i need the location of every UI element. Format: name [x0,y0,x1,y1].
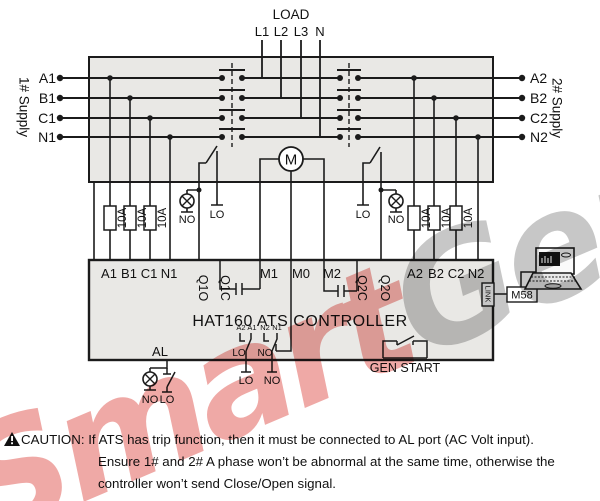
ctrl-aux-n1: N1 [272,323,282,332]
load-terminal-l1: L1 [255,24,269,39]
ctrl-aux-lo: LO [232,348,246,359]
supply1-n1: N1 [38,129,56,145]
aux1-no-label: NO [179,214,196,226]
ctrl-term-b2: B2 [428,266,444,281]
aux2-no-label: NO [388,214,405,226]
supply-bus-wires [60,77,522,138]
caution-line2: Ensure 1# and 2# A phase won’t be abnorm… [98,451,598,473]
supply1-a1: A1 [39,70,56,86]
ctrl-term-a2: A2 [407,266,423,281]
motor-icon [278,146,304,172]
ctrl-aux-no: NO [258,348,273,359]
aux1-lo-label: LO [210,209,225,221]
ctrl-term-al: AL [152,344,168,359]
supply1-c1: C1 [38,110,56,126]
ctrl-aux-a2: A2 [236,323,245,332]
supply2-b2: B2 [530,90,547,106]
caution-line3: controller won’t send Close/Open signal. [98,473,598,495]
fuse-rating-label: 10A [117,207,129,228]
ctrl-term-a1: A1 [101,266,117,281]
laptop-icon [523,247,583,290]
fuse-rating-label: 10A [137,207,149,228]
ctrl-term-b1: B1 [121,266,137,281]
gen-start-label: GEN START [370,361,441,375]
supply2-a2: A2 [530,70,547,86]
fuse-icon [143,205,157,231]
ctrl-term-m1: M1 [260,266,278,281]
fuse-rating-label: 10A [441,207,453,228]
ctrl-term-n2: N2 [468,266,485,281]
ctrl-term-q1c: Q1C [218,275,232,301]
m58-label: M58 [511,290,532,302]
m58-laptop-wire [520,271,536,287]
ctrl-out-no: NO [264,375,281,387]
caution-text-2: Ensure 1# and 2# A phase won’t be abnorm… [98,454,555,469]
supply2-title: 2# Supply [550,78,565,138]
ctrl-term-n1: N1 [161,266,178,281]
caution-line1: CAUTION: If ATS has trip function, then … [4,429,598,451]
caution-block: CAUTION: If ATS has trip function, then … [4,429,598,495]
caution-text-1: CAUTION: If ATS has trip function, then … [21,432,534,447]
supply1-title: 1# Supply [17,77,32,137]
warning-icon [4,432,20,446]
fuse-icon [407,205,421,231]
ctrl-term-q1o: Q1O [196,275,210,302]
ctrl-term-c2: C2 [448,266,465,281]
ctrl-term-m0: M0 [292,266,310,281]
contactor-linkage [231,63,350,147]
load-wires [261,40,321,137]
aux-contact-1 [181,145,223,260]
supply1-b1: B1 [39,90,56,106]
caution-text-3: controller won’t send Close/Open signal. [98,476,336,491]
ctrl-aux-n2: N2 [260,323,270,332]
lamp-icon-2 [388,193,404,209]
al-lo-label: LO [160,394,175,406]
aux-contact-2 [357,146,402,260]
controller-title: HAT160 ATS CONTROLLER [192,313,407,330]
motor-symbol: M [259,146,325,260]
ctrl-out-lo: LO [239,375,254,387]
ctrl-term-q2c: Q2C [355,275,369,301]
lamp-icon-1 [179,193,195,209]
supply2-c2: C2 [530,110,548,126]
ctrl-aux-a1: A1 [247,323,256,332]
controller-internal-wiring [144,260,358,393]
fuse-icon [427,205,441,231]
fuse-icon [103,205,117,231]
fuse-rating-label: 10A [421,207,433,228]
supply2-n2: N2 [530,129,548,145]
junction-dots [56,74,526,193]
al-lamp-icon [142,371,158,387]
fuse-rating-label: 10A [157,207,169,228]
ctrl-term-c1: C1 [141,266,158,281]
sensing-wires [93,78,479,260]
load-terminal-n: N [315,24,324,39]
ctrl-term-m2: M2 [323,266,341,281]
fuses: 10A 10A 10A 10A 10A 10A [103,205,475,231]
gen-start-contact [382,335,428,359]
load-terminal-l3: L3 [294,24,308,39]
motor-label: M [285,152,298,169]
fuse-icon [449,205,463,231]
m58-module: M58 [506,286,538,303]
link-label: LINK [484,286,493,303]
fuse-icon [123,205,137,231]
load-terminal-l2: L2 [274,24,288,39]
load-title: LOAD [273,7,310,22]
fuse-rating-label: 10A [463,207,475,228]
al-no-label: NO [142,394,159,406]
link-port: LINK [481,282,495,307]
ctrl-term-q2o: Q2O [378,275,392,302]
aux2-lo-label: LO [356,209,371,221]
